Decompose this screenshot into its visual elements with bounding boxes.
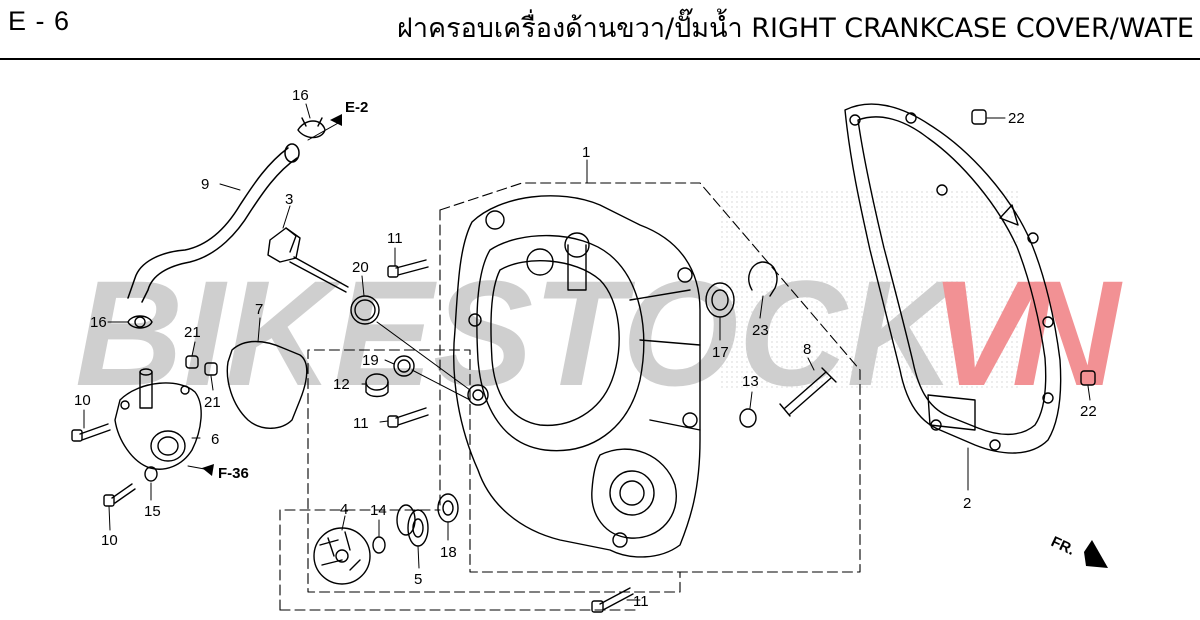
callout-6: 6 xyxy=(211,431,219,448)
callout-15: 15 xyxy=(144,503,161,520)
page-title: ฝาครอบเครื่องด้านขวา/ปั๊มน้ำ RIGHT CRANK… xyxy=(397,13,1194,44)
callout-21-upper: 21 xyxy=(184,324,201,341)
dowel-pin xyxy=(971,109,1096,386)
callout-13: 13 xyxy=(742,373,759,390)
oil-filler-cap xyxy=(267,227,349,293)
header-divider xyxy=(0,58,1200,60)
callout-7: 7 xyxy=(255,301,263,318)
callout-11-middle: 11 xyxy=(353,415,369,432)
arrow-f36 xyxy=(202,464,214,476)
impeller xyxy=(313,527,371,585)
callout-11-bottom: 11 xyxy=(633,593,649,610)
callout-3: 3 xyxy=(285,191,293,208)
callout-22-top: 22 xyxy=(1008,110,1025,127)
callout-16-left: 16 xyxy=(90,314,107,331)
washer-shaft xyxy=(739,408,757,428)
callout-8: 8 xyxy=(803,341,811,358)
callout-23: 23 xyxy=(752,322,769,339)
water-pump-shaft xyxy=(779,367,837,417)
o-ring-small xyxy=(393,355,415,377)
watermark-dot-pattern xyxy=(720,190,1020,390)
gasket xyxy=(844,103,1062,454)
callout-5: 5 xyxy=(414,571,422,588)
circlip xyxy=(748,261,778,297)
gasket-o-ring xyxy=(226,340,308,429)
reference-arrows xyxy=(202,114,1108,568)
watermark-text-gray: BIKESTOCK xyxy=(75,249,965,417)
front-direction-label: FR. xyxy=(1048,533,1077,559)
reference-f36: F-36 xyxy=(218,465,249,482)
callout-4: 4 xyxy=(340,501,348,518)
washer-small xyxy=(372,536,386,554)
arrow-front xyxy=(1084,540,1108,568)
watermark-text-red: VN xyxy=(930,249,1123,417)
callout-12: 12 xyxy=(333,376,350,393)
callout-21-lower: 21 xyxy=(204,394,221,411)
callout-1: 1 xyxy=(582,144,590,161)
callout-2: 2 xyxy=(963,495,971,512)
callout-11-top: 11 xyxy=(387,230,403,247)
callout-22-bottom: 22 xyxy=(1080,403,1097,420)
oil-seal xyxy=(396,504,429,547)
seal-ring xyxy=(437,493,459,523)
callout-16-top: 16 xyxy=(292,87,309,104)
reference-e2: E-2 xyxy=(345,99,368,116)
callout-17: 17 xyxy=(712,344,729,361)
callout-19: 19 xyxy=(362,352,379,369)
watermark: BIKESTOCK VN xyxy=(75,190,1123,417)
plug xyxy=(365,373,389,398)
exploded-parts-diagram: BIKESTOCK VN xyxy=(71,87,1123,613)
callout-18: 18 xyxy=(440,544,457,561)
callout-10-lower: 10 xyxy=(101,532,118,549)
page-code: E - 6 xyxy=(8,6,71,36)
callout-10-upper: 10 xyxy=(74,392,91,409)
page-header: E - 6 ฝาครอบเครื่องด้านขวา/ปั๊มน้ำ RIGHT… xyxy=(0,0,1200,60)
washer xyxy=(144,466,158,482)
water-hose xyxy=(127,143,300,303)
callout-20: 20 xyxy=(352,259,369,276)
o-ring xyxy=(350,295,380,325)
bearing xyxy=(705,282,735,318)
assembly-frame xyxy=(279,182,861,611)
crankcase-cover xyxy=(453,195,701,558)
arrow-e2 xyxy=(330,114,342,126)
callout-14: 14 xyxy=(370,502,387,519)
callout-9: 9 xyxy=(201,176,209,193)
water-pump-cover xyxy=(114,368,202,470)
